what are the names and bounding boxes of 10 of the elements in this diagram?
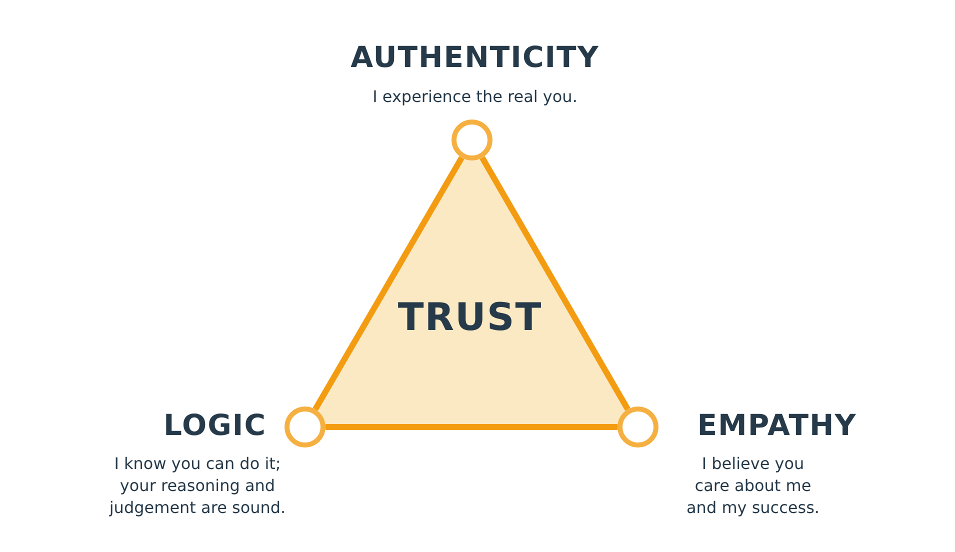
triangle-side: [480, 156, 630, 411]
triangle-side: [312, 156, 464, 411]
center-title: TRUST: [396, 295, 544, 339]
triangle-side: [326, 424, 618, 430]
description: I believe you care about me and my success.: [686, 453, 820, 519]
heading: AUTHENTICITY: [350, 40, 600, 74]
heading: EMPATHY: [696, 408, 858, 442]
description: I know you can do it; your reasoning and judgement are sound.: [108, 453, 287, 519]
heading: LOGIC: [162, 408, 268, 442]
description: I experience the real you.: [372, 86, 578, 108]
